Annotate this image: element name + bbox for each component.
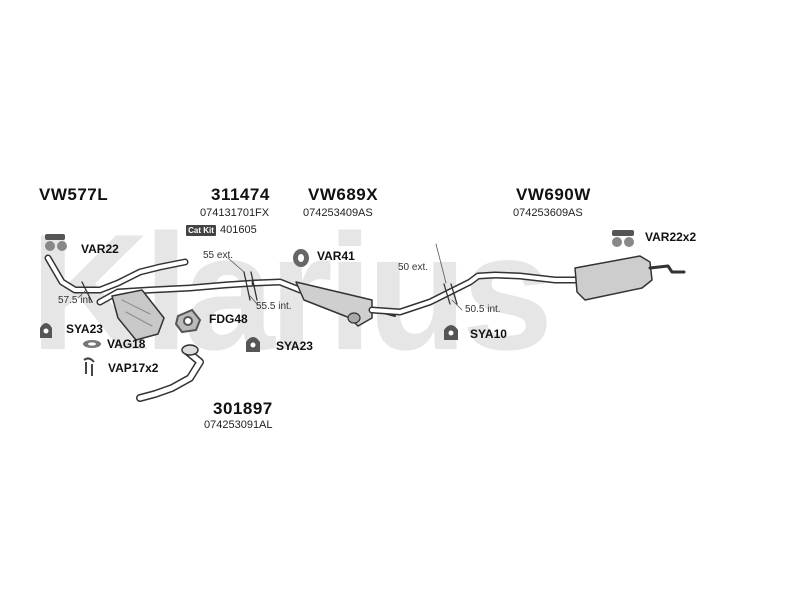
catalyst-pipe-drawing xyxy=(96,279,259,306)
joint-markers xyxy=(81,271,458,305)
sya23-mid-clamp-icon xyxy=(246,337,260,352)
rear-pipe-drawing xyxy=(368,271,579,316)
part-label-sya10: SYA10 xyxy=(470,327,507,341)
dimension-50-5-int: 50.5 int. xyxy=(465,304,501,315)
part-label-var22: VAR22 xyxy=(81,242,119,256)
front-pipe-drawing xyxy=(44,254,189,294)
part-code-vw690w: VW690W xyxy=(516,185,591,204)
var22-hanger-icon xyxy=(45,234,67,251)
dimension-55-5-int: 55.5 int. xyxy=(256,301,292,312)
dimension-57-5-int: 57.5 int. xyxy=(58,295,94,306)
oe-number-301897: 074253091AL xyxy=(204,419,273,431)
part-label-var41: VAR41 xyxy=(317,249,355,263)
middle-silencer-drawing xyxy=(295,281,396,327)
part-code-311474: 311474 xyxy=(211,185,270,204)
oe-number-vw690w: 074253609AS xyxy=(513,207,583,219)
part-code-vw689x: VW689X xyxy=(308,185,379,204)
part-label-var22x2: VAR22x2 xyxy=(645,230,697,244)
part-label-sya23-left: SYA23 xyxy=(66,322,103,336)
fdg48-gasket-icon xyxy=(174,308,202,334)
part-code-vw577l: VW577L xyxy=(39,185,109,204)
oe-number-vw689x: 074253409AS xyxy=(303,207,373,219)
var22x2-hanger-icon xyxy=(612,230,634,247)
rear-silencer-drawing xyxy=(574,255,686,301)
catkit-code: 401605 xyxy=(220,224,257,236)
dimension-leaders xyxy=(77,243,463,311)
part-code-301897: 301897 xyxy=(213,399,273,418)
dimension-55-ext: 55 ext. xyxy=(203,250,234,261)
part-label-vag18: VAG18 xyxy=(107,337,146,351)
catalyst-drawing xyxy=(111,289,165,341)
oe-number-311474: 074131701FX xyxy=(200,207,270,219)
var41-hanger-icon xyxy=(293,249,309,267)
part-label-fdg48: FDG48 xyxy=(209,312,248,326)
catkit-badge: Cat Kit xyxy=(186,225,216,236)
part-label-vap17x2: VAP17x2 xyxy=(108,361,159,375)
downpipe-drawing xyxy=(136,344,204,402)
middle-pipe-drawing xyxy=(251,278,304,294)
vap17x2-clamp-icon xyxy=(83,357,95,376)
part-label-sya23-mid: SYA23 xyxy=(276,339,313,353)
sya23-left-clamp-icon xyxy=(40,323,52,338)
sya10-clamp-icon xyxy=(444,325,458,340)
vag18-gasket-icon xyxy=(83,340,101,348)
dimension-50-ext: 50 ext. xyxy=(398,262,429,273)
